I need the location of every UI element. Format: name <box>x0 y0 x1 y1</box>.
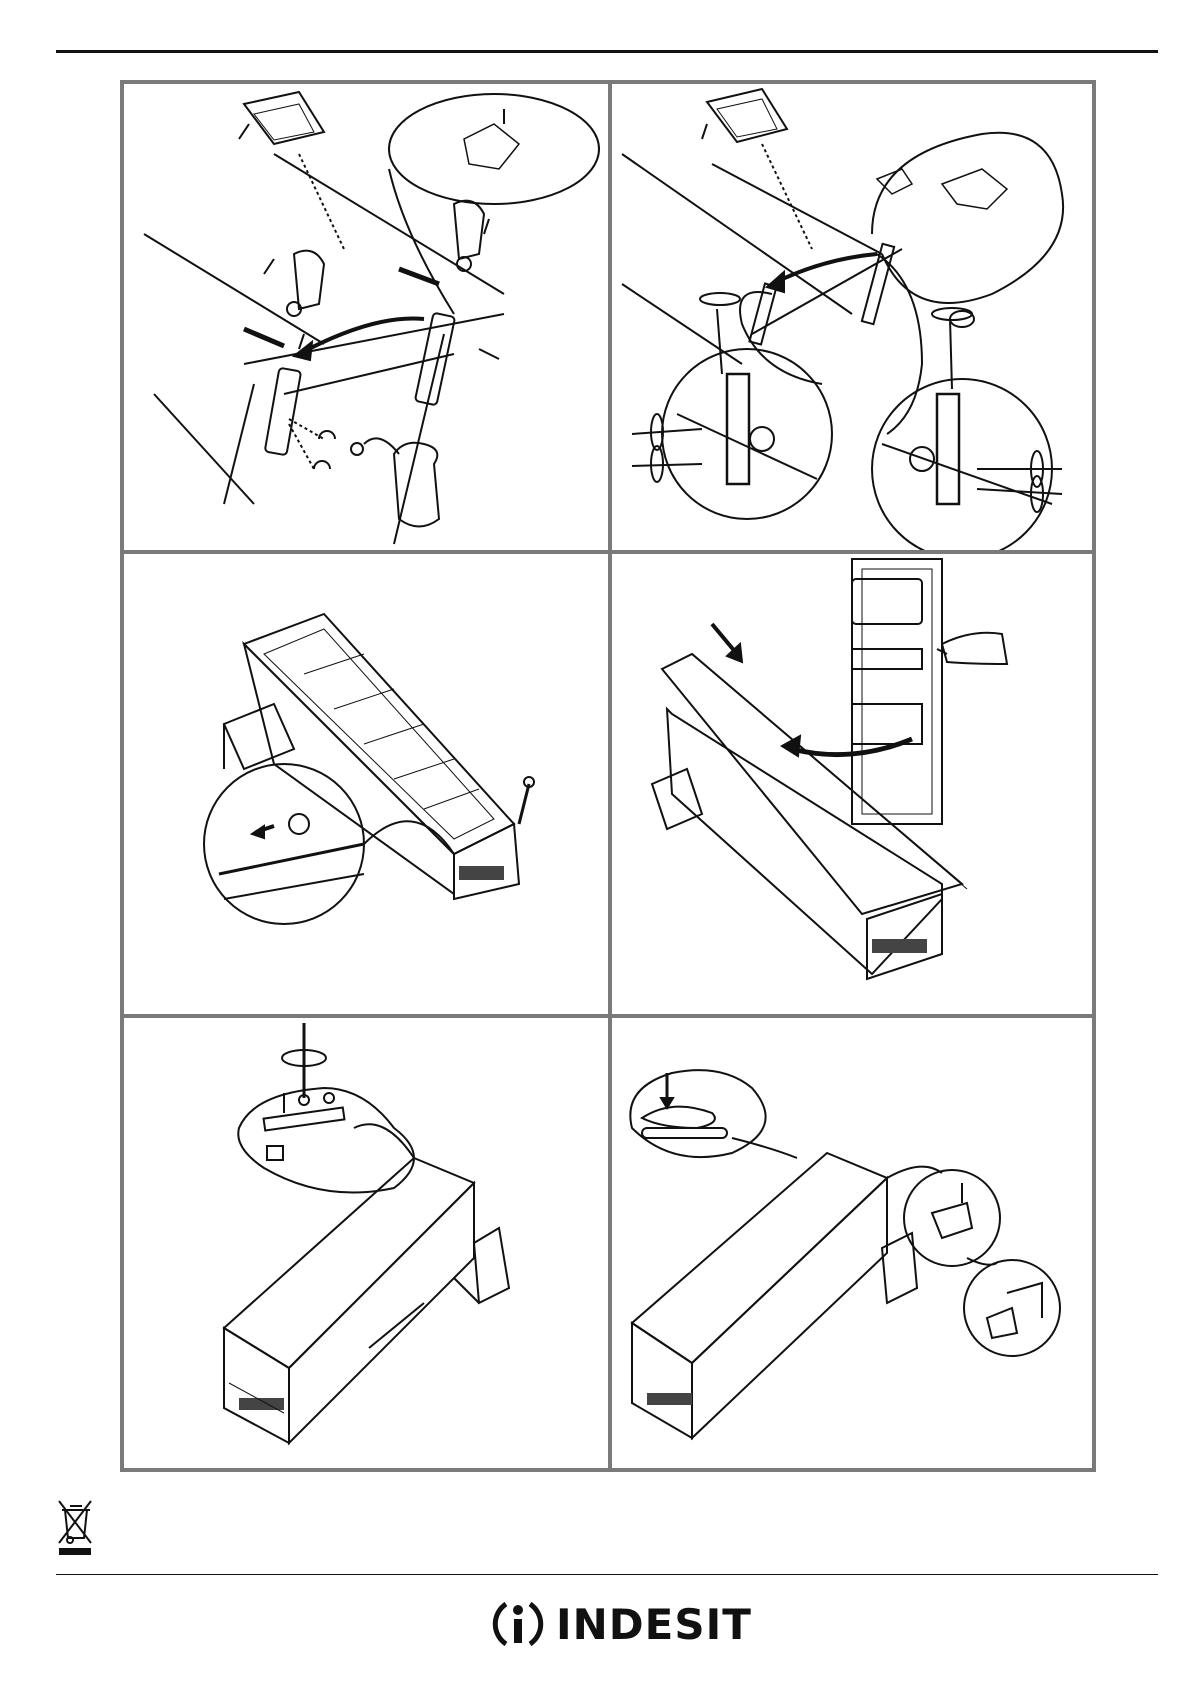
instruction-illustration-grid <box>120 80 1096 1472</box>
hinge-reinstall-illustration <box>612 84 1092 550</box>
panel-cap-placement <box>612 1018 1092 1468</box>
panel-plug-removal <box>124 554 608 1014</box>
brand-logo: INDESIT <box>488 1592 752 1656</box>
panel-top-hinge-screw <box>124 1018 608 1468</box>
panel-hinge-reinstall <box>612 84 1092 550</box>
brand-name: INDESIT <box>556 1600 752 1649</box>
header-rule <box>56 50 1158 53</box>
panel-door-hinge-removal <box>124 84 608 550</box>
cap-placement-illustration <box>612 1018 1092 1468</box>
hinge-removal-illustration <box>124 84 608 550</box>
indesit-logo-icon <box>488 1594 548 1654</box>
crossed-out-wheelie-bin-icon <box>56 1498 94 1556</box>
panel-door-refit <box>612 554 1092 1014</box>
door-refit-illustration <box>612 554 1092 1014</box>
plug-removal-illustration <box>124 554 608 1014</box>
footer-rule <box>56 1574 1158 1575</box>
top-hinge-screw-illustration <box>124 1018 608 1468</box>
